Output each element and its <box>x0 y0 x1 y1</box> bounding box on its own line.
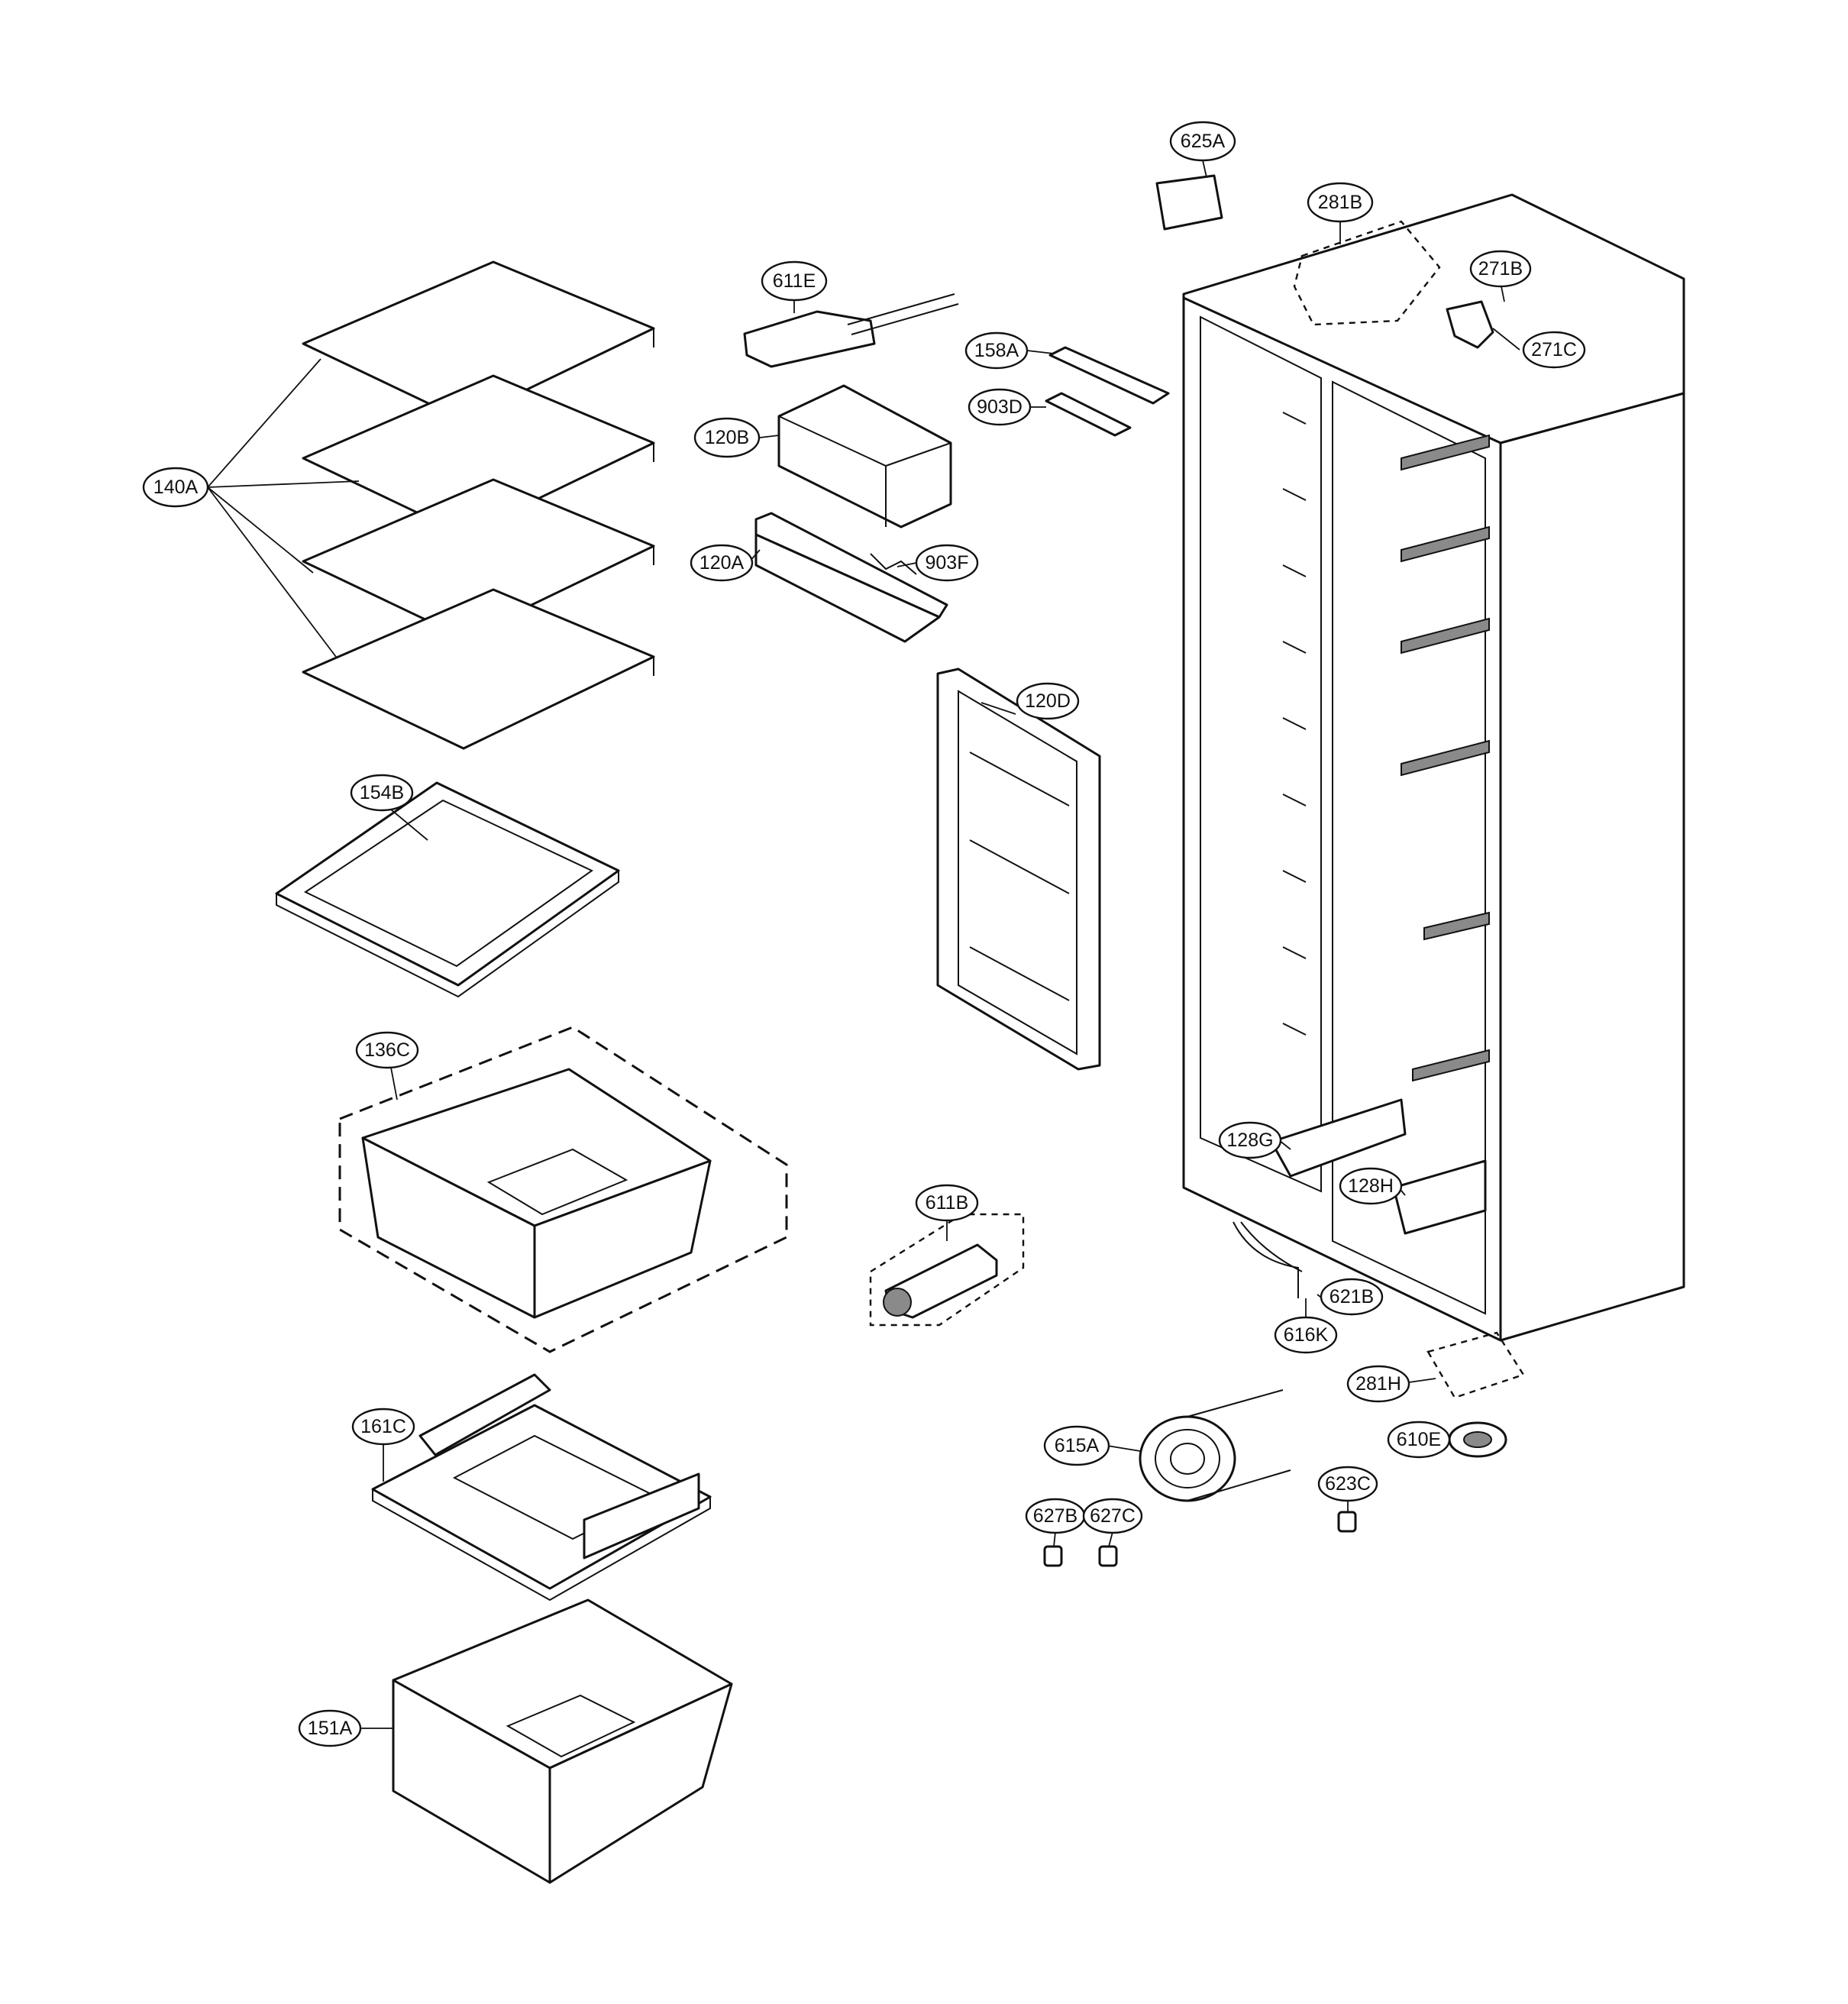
freezer-shelf-rails <box>1282 412 1307 1036</box>
svg-text:610E: 610E <box>1397 1429 1441 1450</box>
svg-text:627C: 627C <box>1090 1505 1136 1527</box>
callout-615A: 615A <box>1043 1425 1110 1466</box>
svg-text:281B: 281B <box>1318 192 1362 213</box>
svg-text:158A: 158A <box>974 340 1019 361</box>
svg-text:140A: 140A <box>153 477 199 498</box>
callout-625A: 625A <box>1169 121 1236 162</box>
drawer-151A <box>359 1598 733 1884</box>
svg-text:120A: 120A <box>699 552 745 574</box>
svg-text:903D: 903D <box>977 396 1023 418</box>
svg-text:161C: 161C <box>360 1416 406 1437</box>
svg-text:621B: 621B <box>1329 1286 1374 1307</box>
callout-611E: 611E <box>761 260 828 302</box>
callout-128G: 128G <box>1218 1121 1282 1159</box>
callout-271C: 271C <box>1522 331 1586 369</box>
svg-text:136C: 136C <box>364 1039 410 1061</box>
svg-text:903F: 903F <box>926 552 969 574</box>
shelf-140A-glass-shelves <box>207 260 655 750</box>
svg-text:271C: 271C <box>1531 339 1577 360</box>
duct-panel-120D <box>936 667 1101 1071</box>
strip-903D <box>1030 392 1132 437</box>
callout-281B: 281B <box>1307 182 1374 223</box>
svg-text:128H: 128H <box>1348 1175 1394 1197</box>
water-tray-611E <box>743 293 959 368</box>
svg-text:120B: 120B <box>705 427 749 448</box>
svg-text:625A: 625A <box>1181 131 1226 152</box>
callout-271B: 271B <box>1469 250 1532 288</box>
callout-611B: 611B <box>915 1184 979 1222</box>
callout-903D: 903D <box>968 388 1032 426</box>
crisper-drawer-136C <box>338 1026 788 1353</box>
svg-text:623C: 623C <box>1325 1473 1371 1495</box>
svg-text:154B: 154B <box>360 782 404 803</box>
crisper-cover-154B <box>275 781 620 998</box>
water-filter-611B <box>869 1213 1025 1327</box>
svg-text:271B: 271B <box>1478 258 1523 280</box>
svg-text:616K: 616K <box>1284 1324 1329 1346</box>
tubing-coil-615A <box>1107 1389 1291 1502</box>
refrigerator-cabinet <box>1155 160 1685 1533</box>
svg-text:611E: 611E <box>773 270 816 292</box>
svg-text:120D: 120D <box>1025 690 1071 712</box>
callout-140A: 140A <box>142 467 209 508</box>
callout-621B: 621B <box>1320 1278 1384 1316</box>
damper-housing-120A <box>748 512 948 643</box>
svg-text:627B: 627B <box>1033 1505 1077 1527</box>
callout-616K: 616K <box>1274 1316 1338 1354</box>
svg-text:611B: 611B <box>926 1192 969 1214</box>
svg-text:615A: 615A <box>1055 1435 1100 1456</box>
callout-158A: 158A <box>964 331 1029 370</box>
callout-120B: 120B <box>693 417 761 458</box>
callout-128H: 128H <box>1339 1167 1403 1205</box>
bracket-158A <box>1026 346 1170 405</box>
callout-627B: 627B <box>1025 1498 1086 1534</box>
callout-627C: 627C <box>1082 1498 1143 1534</box>
callout-136C: 136C <box>355 1031 419 1069</box>
callout-161C: 161C <box>351 1408 415 1446</box>
fresh-food-shelf-rails <box>1401 434 1490 1082</box>
clips-627B-627C <box>1043 1531 1118 1567</box>
callout-903F: 903F <box>915 544 979 582</box>
fan-cover-120B <box>759 384 952 528</box>
svg-text:281H: 281H <box>1355 1373 1401 1395</box>
callout-623C: 623C <box>1317 1466 1378 1502</box>
crisper-shelf-161C <box>371 1373 712 1602</box>
callout-610E: 610E <box>1387 1421 1451 1459</box>
callout-281H: 281H <box>1346 1365 1410 1403</box>
svg-text:128G: 128G <box>1226 1130 1273 1151</box>
callout-120A: 120A <box>690 544 754 582</box>
svg-text:151A: 151A <box>308 1718 353 1739</box>
callout-154B: 154B <box>350 774 414 812</box>
callout-151A: 151A <box>298 1709 362 1747</box>
callout-120D: 120D <box>1016 682 1080 720</box>
